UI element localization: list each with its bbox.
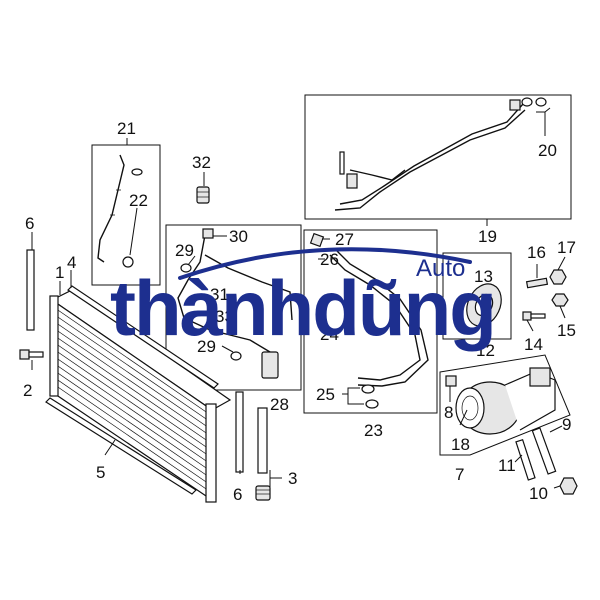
o-ring-25b — [365, 399, 379, 409]
callout-26: 26 — [320, 250, 339, 269]
callout-19: 19 — [478, 227, 497, 246]
callout-1: 1 — [55, 263, 64, 282]
callout-2: 2 — [23, 381, 32, 400]
o-ring-20a — [521, 97, 533, 107]
condenser-lower-seal — [45, 397, 197, 495]
leader-lines — [31, 107, 566, 492]
group-box-23 — [303, 229, 438, 414]
callout-labels: 1 2 3 4 5 6 6 7 8 9 10 11 12 13 14 15 16… — [23, 119, 576, 504]
callout-7: 7 — [455, 465, 464, 484]
mounting-bolt — [19, 349, 44, 360]
callout-23: 23 — [364, 421, 383, 440]
watermark: thànhdũng Auto — [110, 247, 497, 352]
o-ring-29b — [230, 351, 242, 361]
callout-3: 3 — [288, 469, 297, 488]
o-ring-20b — [535, 97, 547, 107]
callout-9: 9 — [562, 415, 571, 434]
callout-29b: 29 — [197, 337, 216, 356]
callout-15: 15 — [557, 321, 576, 340]
clutch-hub — [466, 283, 502, 327]
side-seal-left — [26, 249, 35, 331]
o-ring-25a — [361, 384, 375, 394]
callout-25: 25 — [316, 385, 335, 404]
callout-22: 22 — [129, 191, 148, 210]
valve-8 — [445, 375, 457, 387]
o-ring-22 — [122, 256, 134, 268]
callout-10: 10 — [529, 484, 548, 503]
liquid-line — [177, 234, 279, 373]
valve-cap-32 — [196, 186, 210, 204]
pulley-bolt-16 — [525, 277, 549, 289]
group-box-19 — [304, 94, 572, 220]
callout-14: 14 — [524, 335, 543, 354]
group-box-12 — [442, 252, 512, 340]
group-box-21 — [91, 144, 161, 286]
callout-6a: 6 — [25, 214, 34, 233]
mount-bolt-11 — [515, 438, 536, 481]
callout-30: 30 — [229, 227, 248, 246]
compressor — [455, 367, 556, 435]
callout-18: 18 — [451, 435, 470, 454]
callout-28: 28 — [270, 395, 289, 414]
receiver-drier — [257, 407, 268, 474]
callout-31: 31 — [210, 285, 229, 304]
callout-4: 4 — [67, 253, 76, 272]
watermark-sub: Auto — [416, 255, 465, 282]
callout-11: 11 — [498, 456, 516, 475]
o-ring-29a — [180, 263, 192, 273]
callout-33: 33 — [215, 307, 234, 326]
callout-29a: 29 — [175, 241, 194, 260]
callout-27: 27 — [335, 230, 354, 249]
callout-21: 21 — [117, 119, 136, 138]
drier-cap — [255, 485, 271, 501]
watermark-brand: thànhdũng — [110, 264, 495, 352]
callout-13: 13 — [474, 267, 493, 286]
bolt-14 — [522, 311, 546, 321]
callout-24: 24 — [320, 325, 339, 344]
side-seal-right — [235, 391, 244, 473]
callout-16: 16 — [527, 243, 546, 262]
suction-line — [334, 109, 526, 211]
watermark-swoosh — [178, 247, 472, 280]
nut-10 — [559, 477, 578, 495]
callout-8: 8 — [444, 403, 453, 422]
condenser-core — [49, 289, 232, 503]
discharge-hose — [97, 154, 125, 263]
bolt-15 — [551, 293, 569, 307]
callout-32: 32 — [192, 153, 211, 172]
callout-6b: 6 — [233, 485, 242, 504]
group-box-28 — [165, 224, 302, 391]
callout-12: 12 — [476, 341, 495, 360]
callout-20: 20 — [538, 141, 557, 160]
nut-17 — [549, 269, 567, 285]
callout-17: 17 — [557, 238, 576, 257]
callout-5: 5 — [96, 463, 105, 482]
mount-bolt-9 — [531, 427, 557, 475]
group-box-7 — [439, 354, 571, 456]
o-ring-22-top — [131, 168, 143, 176]
suction-hose — [329, 254, 421, 381]
